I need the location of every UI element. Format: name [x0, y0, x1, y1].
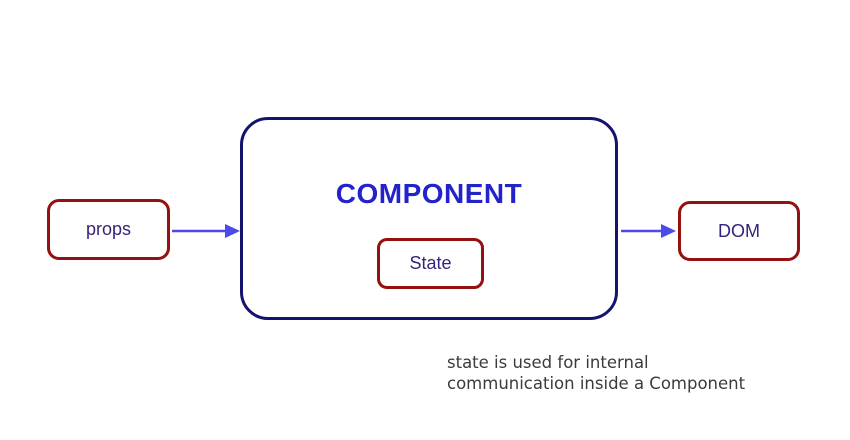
dom-box: DOM [678, 201, 800, 261]
dom-label: DOM [718, 220, 760, 241]
component-label: COMPONENT [335, 178, 523, 209]
caption: state is used for internal communication… [447, 352, 807, 394]
state-label: State [409, 253, 452, 273]
component-to-dom-arrow [621, 224, 676, 238]
caption-line-1: state is used for internal [447, 353, 649, 372]
component-box: COMPONENT State [240, 117, 618, 320]
props-label: props [85, 219, 132, 239]
caption-line-2: communication inside a Component [447, 374, 746, 393]
props-to-component-arrow [172, 224, 240, 238]
props-box: props [47, 199, 170, 260]
state-box: State [377, 238, 484, 289]
